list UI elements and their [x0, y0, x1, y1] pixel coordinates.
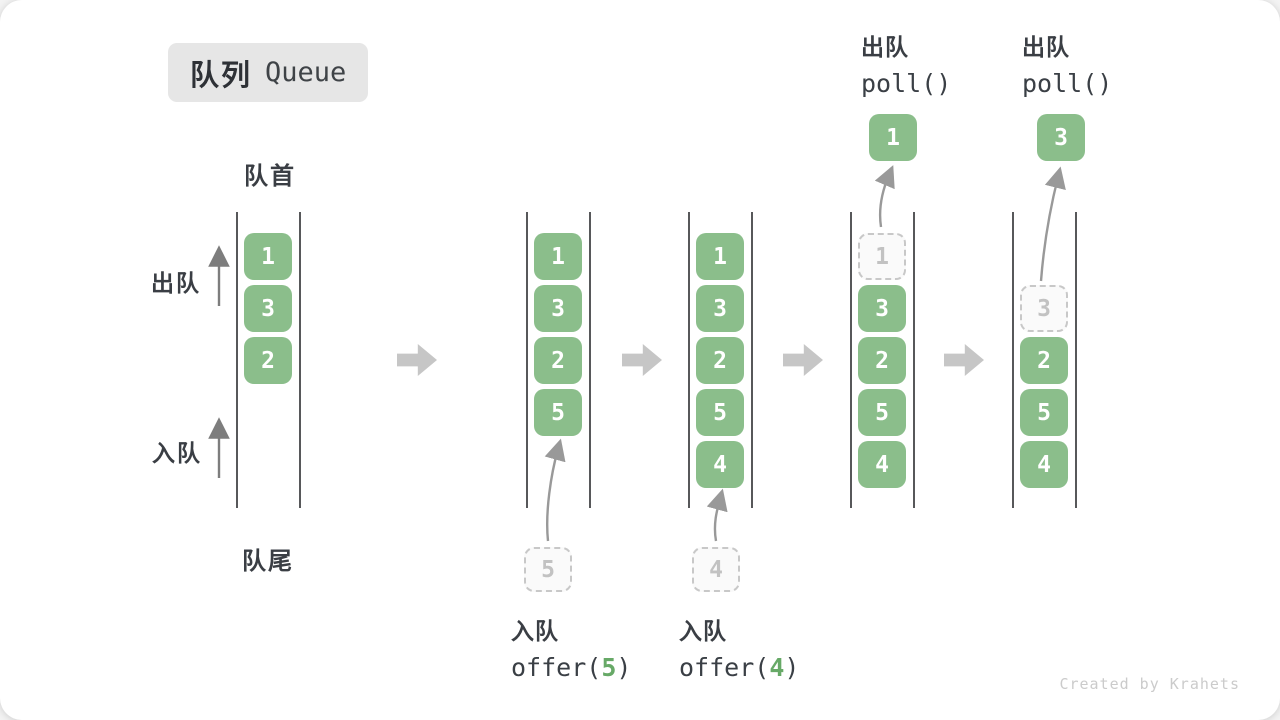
- queue-item: 4: [1020, 441, 1068, 488]
- title-zh: 队列: [190, 59, 253, 92]
- enqueue-caption: 入队 offer(5): [511, 612, 631, 682]
- queue-item: 4: [696, 441, 744, 488]
- queue-rail: [688, 212, 690, 508]
- queue-item: 3: [858, 285, 906, 332]
- queue-rail: [236, 212, 238, 508]
- title-badge: 队列 Queue: [168, 43, 369, 102]
- queue-rail: [751, 212, 753, 508]
- queue-item: 4: [858, 441, 906, 488]
- step-arrow-icon: [622, 344, 662, 376]
- dequeue-caption-code: poll(): [861, 69, 952, 98]
- queue-item-ghost: 3: [1020, 285, 1068, 332]
- enqueue-move-arrow-4: [706, 488, 728, 542]
- queue-rail: [589, 212, 591, 508]
- queue-item: 3: [534, 285, 582, 332]
- step-arrow-icon: [397, 344, 437, 376]
- queue-item: 3: [696, 285, 744, 332]
- queue-item: 3: [244, 285, 292, 332]
- queue-front-label: 队首: [244, 163, 296, 190]
- queue-rail: [913, 212, 915, 508]
- queue-item: 2: [858, 337, 906, 384]
- queue-item: 1: [696, 233, 744, 280]
- queue-item: 2: [696, 337, 744, 384]
- queue-rail: [850, 212, 852, 508]
- queue-item: 2: [534, 337, 582, 384]
- pending-item: 5: [524, 547, 572, 592]
- popped-item: 3: [1037, 114, 1085, 161]
- queue-rear-label: 队尾: [242, 548, 294, 575]
- queue-item: 1: [534, 233, 582, 280]
- queue-item: 5: [858, 389, 906, 436]
- queue-item: 1: [244, 233, 292, 280]
- queue-rail: [1012, 212, 1014, 508]
- dequeue-caption-action: 出队: [1022, 34, 1070, 60]
- queue-item: 5: [1020, 389, 1068, 436]
- step-arrow-icon: [783, 344, 823, 376]
- enqueue-caption-action: 入队: [679, 618, 727, 644]
- queue-item: 5: [696, 389, 744, 436]
- queue-item: 5: [534, 389, 582, 436]
- dequeue-side-label: 出队: [151, 270, 201, 296]
- queue-item-ghost: 1: [858, 233, 906, 280]
- enqueue-side-label: 入队: [152, 440, 202, 466]
- dequeue-caption: 出队 poll(): [861, 28, 951, 98]
- queue-item: 2: [1020, 337, 1068, 384]
- dequeue-caption: 出队 poll(): [1022, 28, 1112, 98]
- enqueue-move-arrow-5: [544, 438, 566, 542]
- watermark: Created by Krahets: [1059, 675, 1240, 693]
- queue-rail: [526, 212, 528, 508]
- dequeue-move-arrow-3: [1039, 166, 1066, 282]
- enqueue-caption-action: 入队: [511, 618, 559, 644]
- dequeue-caption-action: 出队: [861, 34, 909, 60]
- popped-item: 1: [869, 114, 917, 161]
- queue-rail: [1075, 212, 1077, 508]
- enqueue-caption-code: offer(4): [679, 653, 800, 682]
- dequeue-move-arrow-1: [874, 165, 895, 228]
- dequeue-caption-code: poll(): [1022, 69, 1113, 98]
- step-arrow-icon: [944, 344, 984, 376]
- queue-item: 2: [244, 337, 292, 384]
- title-en: Queue: [265, 57, 347, 88]
- enqueue-caption-code: offer(5): [511, 653, 632, 682]
- pending-item: 4: [692, 547, 740, 592]
- queue-rail: [299, 212, 301, 508]
- enqueue-caption: 入队 offer(4): [679, 612, 799, 682]
